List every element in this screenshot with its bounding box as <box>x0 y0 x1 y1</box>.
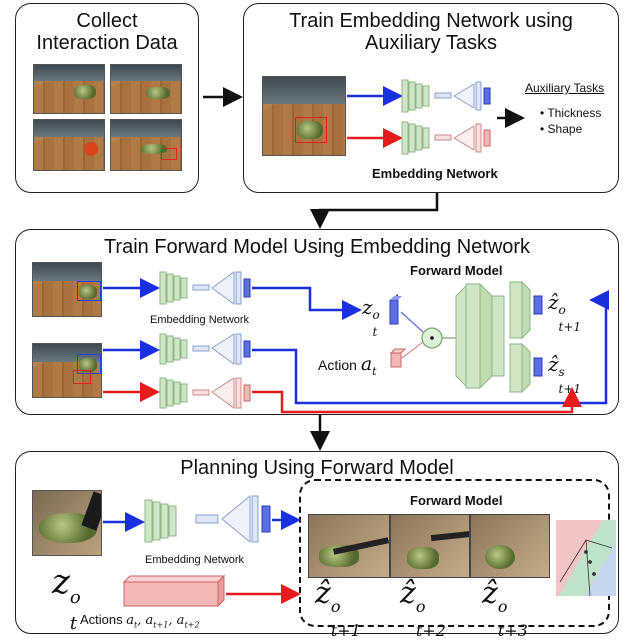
collect-image-2 <box>110 64 182 114</box>
collect-image-4 <box>110 119 182 171</box>
forward-embed-net-3 <box>159 377 251 409</box>
train-forward-title: Train Forward Model Using Embedding Netw… <box>103 236 531 258</box>
planning-input-image <box>32 490 102 556</box>
embedding-net-blue <box>401 79 491 113</box>
action-label: Action at <box>318 353 377 378</box>
collect-image-3 <box>33 119 105 171</box>
actions-label: Actions at, at+1, at+2 <box>80 612 200 630</box>
forward-input-image-1 <box>32 262 102 317</box>
arrow-net1-to-zt <box>252 286 362 320</box>
arrow-embed-to-forward <box>310 193 439 229</box>
planning-embed-net <box>144 494 271 544</box>
actions-block <box>122 574 226 608</box>
zt-block <box>389 294 402 325</box>
aux-task-thickness: • Thickness <box>540 106 602 120</box>
action-block <box>389 348 407 368</box>
aux-task-shape: • Shape <box>540 122 583 136</box>
pred-frame-2 <box>390 514 470 578</box>
embedding-input-image <box>262 76 346 156</box>
aux-tasks-title: Auxiliary Tasks <box>525 81 605 95</box>
pred-frame-1 <box>308 514 390 578</box>
arrow-net3-to-zhat-s <box>252 387 582 414</box>
forward-embed-net-1 <box>159 271 251 305</box>
forward-model-net <box>455 280 531 394</box>
planning-forward-label: Forward Model <box>410 493 503 508</box>
planning-map-thumbnail <box>556 520 616 596</box>
forward-input-image-2 <box>32 343 102 398</box>
zhat-o-block <box>533 295 543 315</box>
forward-embed-net-2 <box>159 333 251 365</box>
collect-title: Collect Interaction Data <box>36 10 178 54</box>
arrow-net2-to-zhat <box>252 290 609 405</box>
train-embedding-title: Train Embedding Network using Auxiliary … <box>289 10 573 54</box>
embedding-net-red <box>401 121 491 155</box>
collect-image-1 <box>33 64 105 114</box>
forward-model-label: Forward Model <box>410 263 503 278</box>
map-thumbnail-marks <box>559 539 613 597</box>
planning-embedding-label: Embedding Network <box>145 554 245 566</box>
zhat-s-block <box>533 357 543 377</box>
embedding-network-label: Embedding Network <box>372 166 498 181</box>
forward-embedding-label: Embedding Network <box>150 314 250 326</box>
pred-frame-3 <box>470 514 550 578</box>
planning-title: Planning Using Forward Model <box>180 457 454 479</box>
